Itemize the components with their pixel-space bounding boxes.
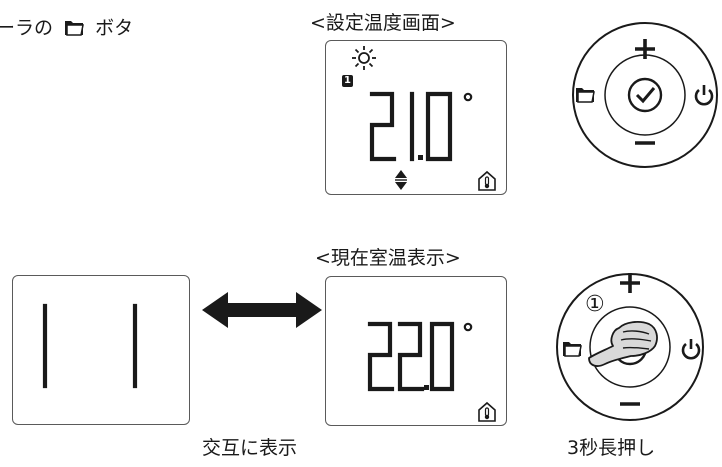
plus-icon[interactable] <box>634 38 656 60</box>
room-temp-lcd <box>325 276 507 426</box>
program-badge: 1 <box>342 75 353 87</box>
room-temp-screen-title: <現在室温表示> <box>315 247 461 269</box>
folder-icon[interactable] <box>561 338 583 358</box>
header-caption-text: ーラの <box>0 17 54 39</box>
minus-icon[interactable] <box>619 401 641 407</box>
controller-bottom: ① <box>553 270 708 425</box>
sun-icon <box>352 46 376 70</box>
setpoint-digits <box>369 91 473 162</box>
thermometer-icon <box>478 401 496 422</box>
program-badge-number: 1 <box>344 75 351 86</box>
alternate-digits <box>42 303 138 389</box>
thermometer-icon <box>478 170 496 191</box>
check-icon[interactable] <box>625 75 665 115</box>
hold-caption: 3秒長押し <box>567 437 656 459</box>
folder-icon <box>65 21 84 36</box>
plus-icon[interactable] <box>619 272 641 294</box>
pointing-hand-icon <box>588 321 658 367</box>
setpoint-screen-title: <設定温度画面> <box>310 12 456 34</box>
alternate-lcd <box>12 275 190 425</box>
setpoint-lcd: 1 <box>325 40 507 195</box>
controller-top <box>570 20 720 170</box>
header-caption-suffix: ボタ <box>95 17 134 39</box>
folder-icon[interactable] <box>574 84 596 104</box>
step-marker: ① <box>585 292 605 317</box>
minus-icon[interactable] <box>634 140 656 146</box>
alternate-caption: 交互に表示 <box>202 437 298 459</box>
up-down-arrows-icon <box>395 170 407 190</box>
power-icon[interactable] <box>681 338 701 360</box>
header-caption: ーラの ボタ <box>0 13 133 40</box>
power-icon[interactable] <box>694 84 714 106</box>
room-temp-digits <box>367 321 473 392</box>
double-arrow-icon <box>202 292 322 328</box>
